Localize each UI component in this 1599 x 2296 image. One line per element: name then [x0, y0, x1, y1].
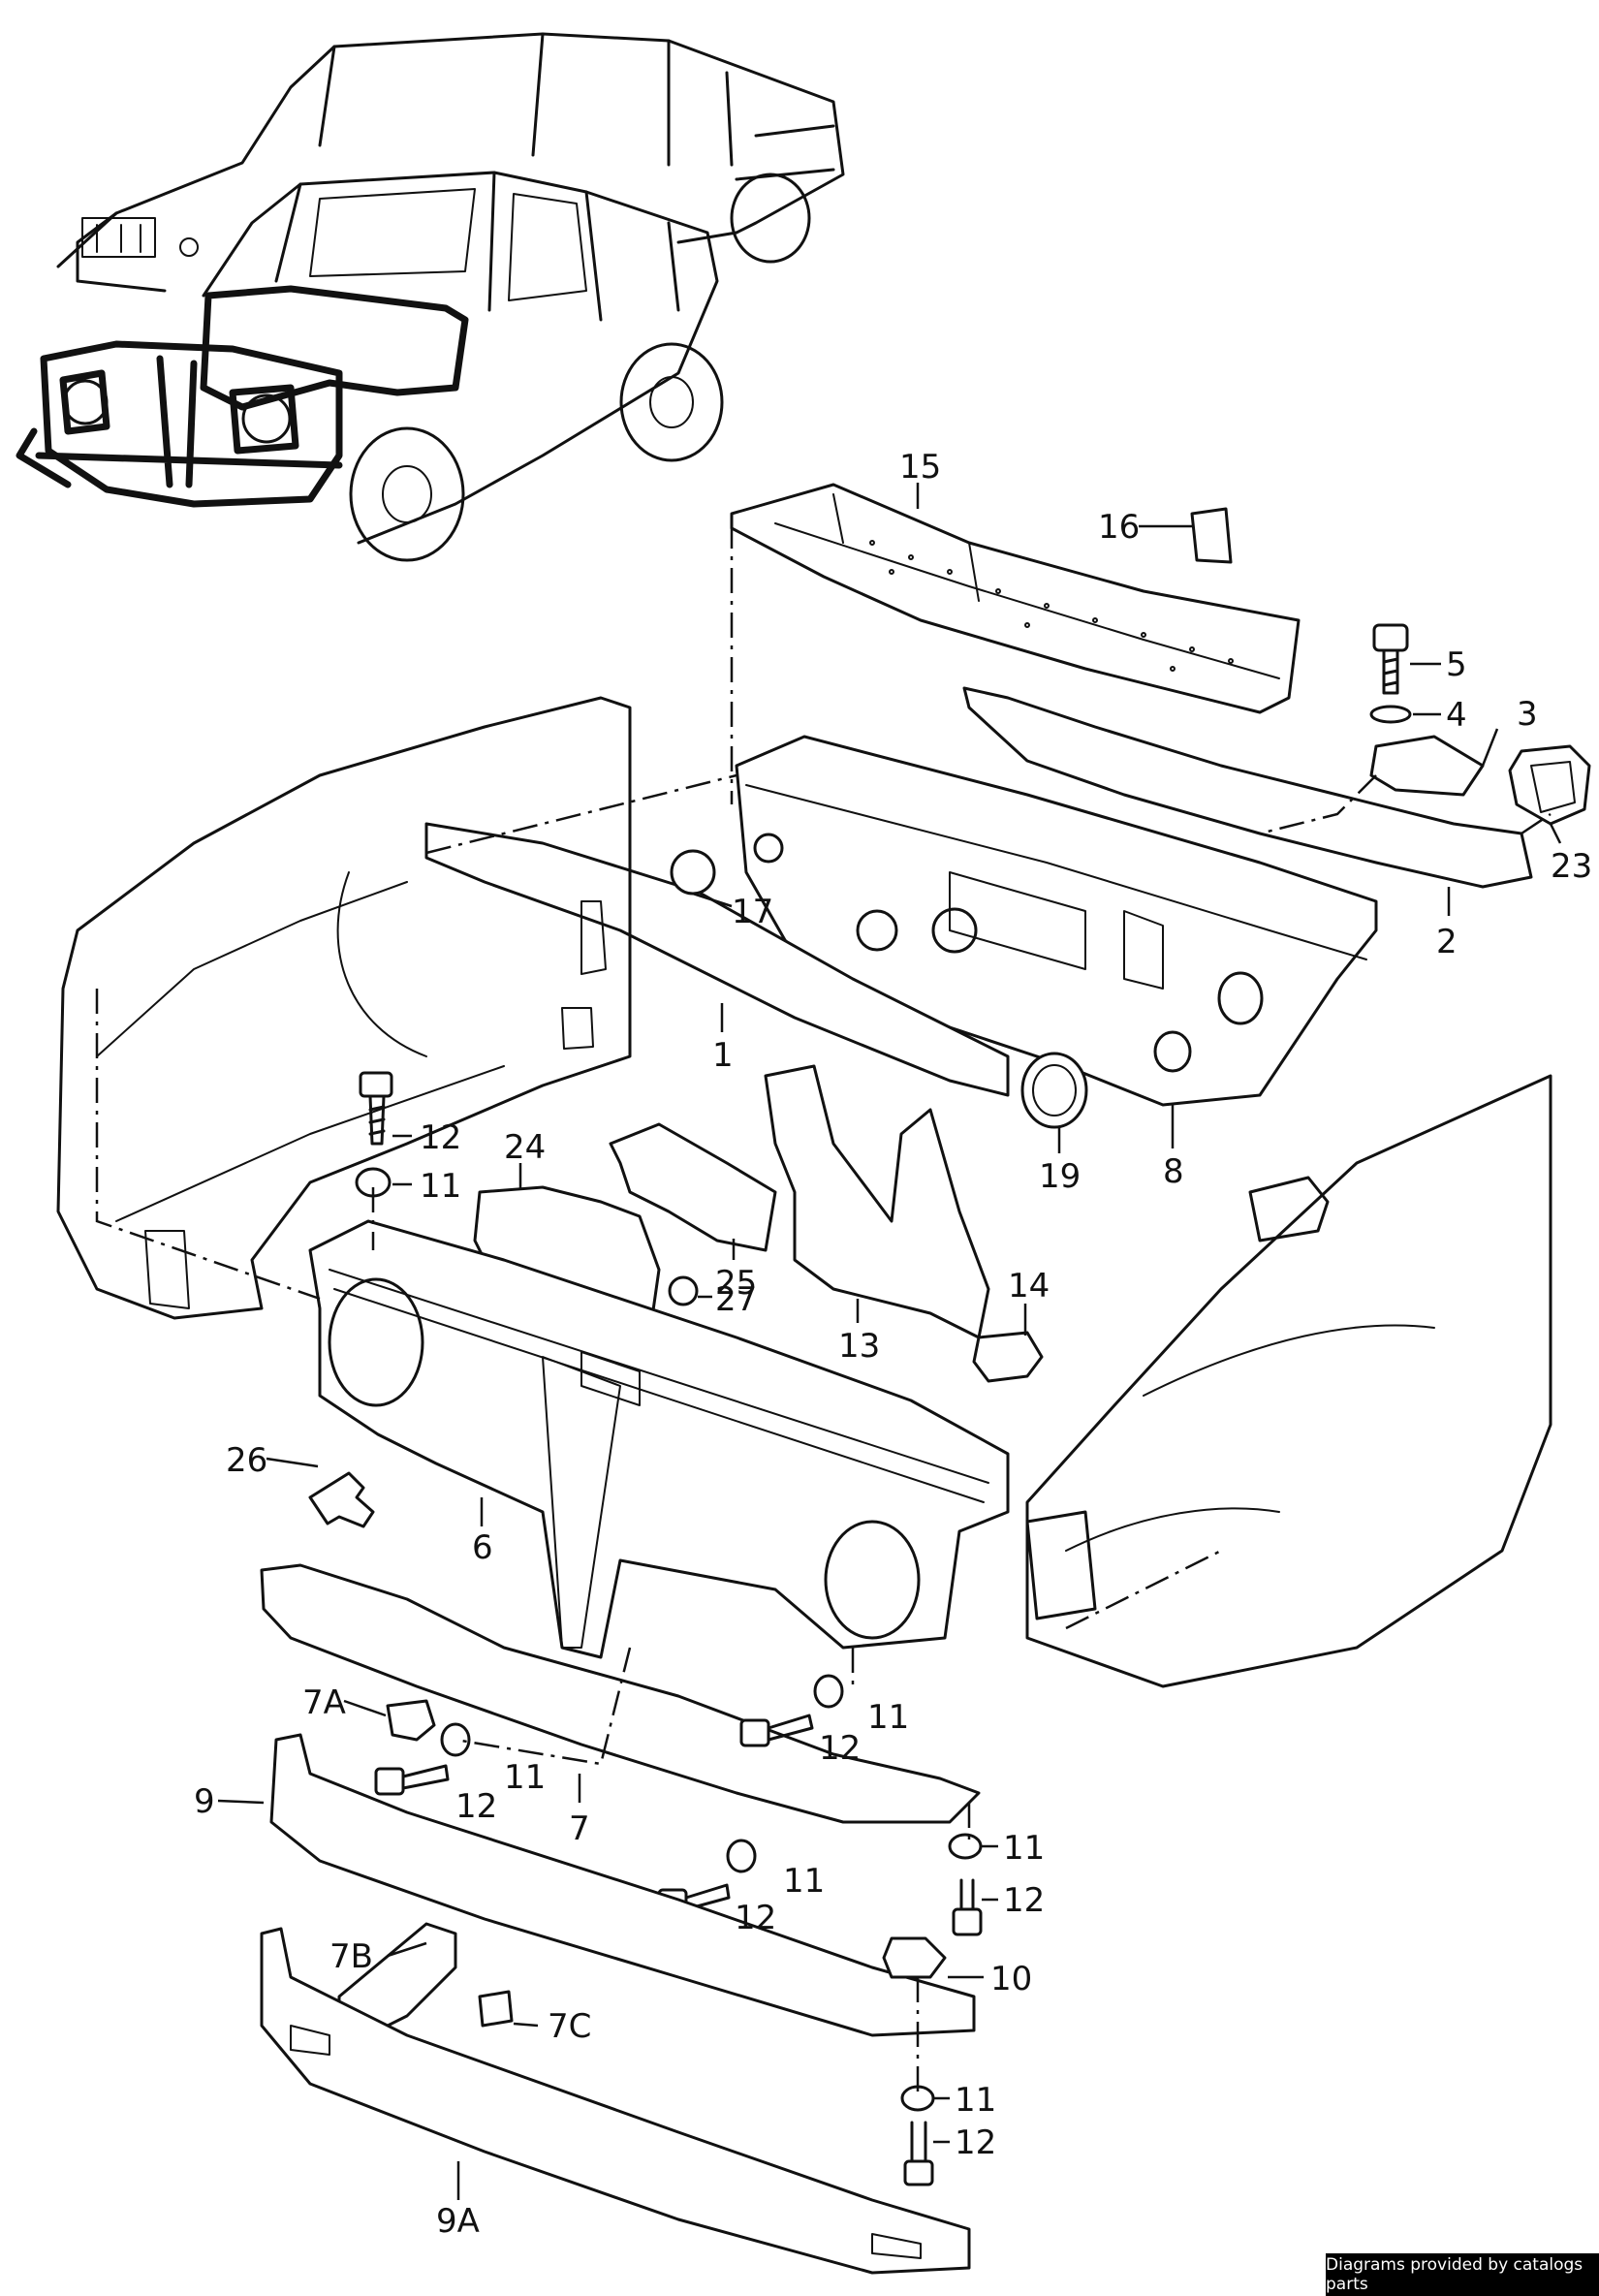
right-fender — [1025, 1074, 1552, 1688]
label-11-l: 11 — [504, 1758, 546, 1797]
part-19-grommet — [1020, 1052, 1088, 1129]
label-7a: 7A — [302, 1683, 346, 1722]
label-17: 17 — [732, 893, 773, 931]
part-7-bumper-reinforcement — [260, 1563, 981, 1824]
label-12-l: 12 — [455, 1787, 497, 1826]
hatchback-reference-illustration — [16, 171, 724, 562]
alignment-lines — [95, 523, 1552, 2098]
part-23-gasket — [1508, 744, 1591, 826]
part-12-screw-left — [374, 1764, 450, 1796]
part-12-screw-upper — [359, 1071, 393, 1146]
label-9a: 9A — [436, 2202, 480, 2241]
part-3-bracket — [1369, 735, 1485, 797]
part-labels: 15 16 5 4 3 23 2 17 1 8 19 12 11 24 25 2… — [194, 448, 1592, 2241]
label-27: 27 — [715, 1280, 757, 1319]
label-11-b: 11 — [955, 2081, 996, 2120]
part-23-gasket-inner — [1530, 761, 1576, 813]
label-9: 9 — [194, 1782, 215, 1821]
diagram-credit: Diagrams provided by catalogs parts — [1326, 2253, 1599, 2296]
part-17-plug — [670, 833, 784, 896]
label-12-lw: 12 — [735, 1899, 776, 1937]
part-26-rivet — [308, 1471, 375, 1528]
part-7a-clip-nut — [386, 1699, 436, 1742]
label-4: 4 — [1446, 696, 1467, 735]
part-16-bracket — [1190, 507, 1233, 564]
leader-lines — [217, 483, 1562, 2200]
part-6-front-panel — [308, 1219, 1010, 1659]
label-11-r: 11 — [1003, 1829, 1045, 1868]
label-23: 23 — [1551, 847, 1592, 886]
label-5: 5 — [1446, 645, 1467, 684]
label-10: 10 — [990, 1960, 1032, 1998]
part-11-washer-right — [948, 1833, 983, 1860]
label-3: 3 — [1517, 695, 1538, 734]
label-15: 15 — [899, 448, 941, 487]
label-1: 1 — [712, 1036, 734, 1075]
label-26: 26 — [226, 1441, 267, 1480]
part-10-clip — [882, 1936, 947, 1979]
label-7b: 7B — [329, 1937, 373, 1976]
label-14: 14 — [1008, 1267, 1050, 1305]
part-4-washer — [1369, 705, 1412, 724]
sedan-reference-illustration — [56, 32, 845, 293]
part-9-bumper — [269, 1733, 976, 2037]
label-11-upper: 11 — [420, 1167, 461, 1206]
label-6: 6 — [472, 1528, 493, 1567]
label-11-lw: 11 — [783, 1862, 825, 1901]
label-7: 7 — [569, 1809, 590, 1848]
label-12-b: 12 — [955, 2123, 996, 2162]
part-12-screw-center — [739, 1714, 814, 1747]
part-11-washer-center — [813, 1674, 844, 1709]
left-inner-fender — [56, 696, 632, 1320]
part-2-cowl-panel — [962, 686, 1533, 889]
label-13: 13 — [838, 1327, 880, 1366]
part-13-bracket — [764, 1064, 990, 1339]
part-11-washer-lower — [726, 1839, 757, 1873]
label-12-upper: 12 — [420, 1118, 461, 1157]
part-15-dots — [869, 540, 1234, 672]
part-25-bracket — [609, 1122, 777, 1252]
label-16: 16 — [1098, 508, 1140, 547]
part-9a-lower-bumper — [260, 1927, 971, 2275]
label-7c: 7C — [548, 2007, 591, 2046]
part-12-screw-right — [952, 1878, 983, 1936]
part-7c-nut — [478, 1990, 514, 2028]
part-15-plenum-panel — [730, 483, 1301, 714]
part-27-washer — [668, 1275, 699, 1306]
part-9a-slots — [290, 2025, 922, 2259]
label-24: 24 — [504, 1128, 546, 1167]
part-11-washer-left — [440, 1722, 471, 1757]
part-5-bolt — [1372, 623, 1409, 695]
label-8: 8 — [1163, 1152, 1184, 1191]
part-14-clip — [972, 1331, 1044, 1383]
label-12-c: 12 — [819, 1729, 861, 1768]
label-25: 25 — [715, 1264, 757, 1303]
label-19: 19 — [1039, 1157, 1081, 1196]
label-12-r: 12 — [1003, 1881, 1045, 1920]
label-2: 2 — [1436, 923, 1458, 961]
label-11-c: 11 — [867, 1698, 909, 1737]
part-12-screw-bottom — [903, 2121, 934, 2186]
